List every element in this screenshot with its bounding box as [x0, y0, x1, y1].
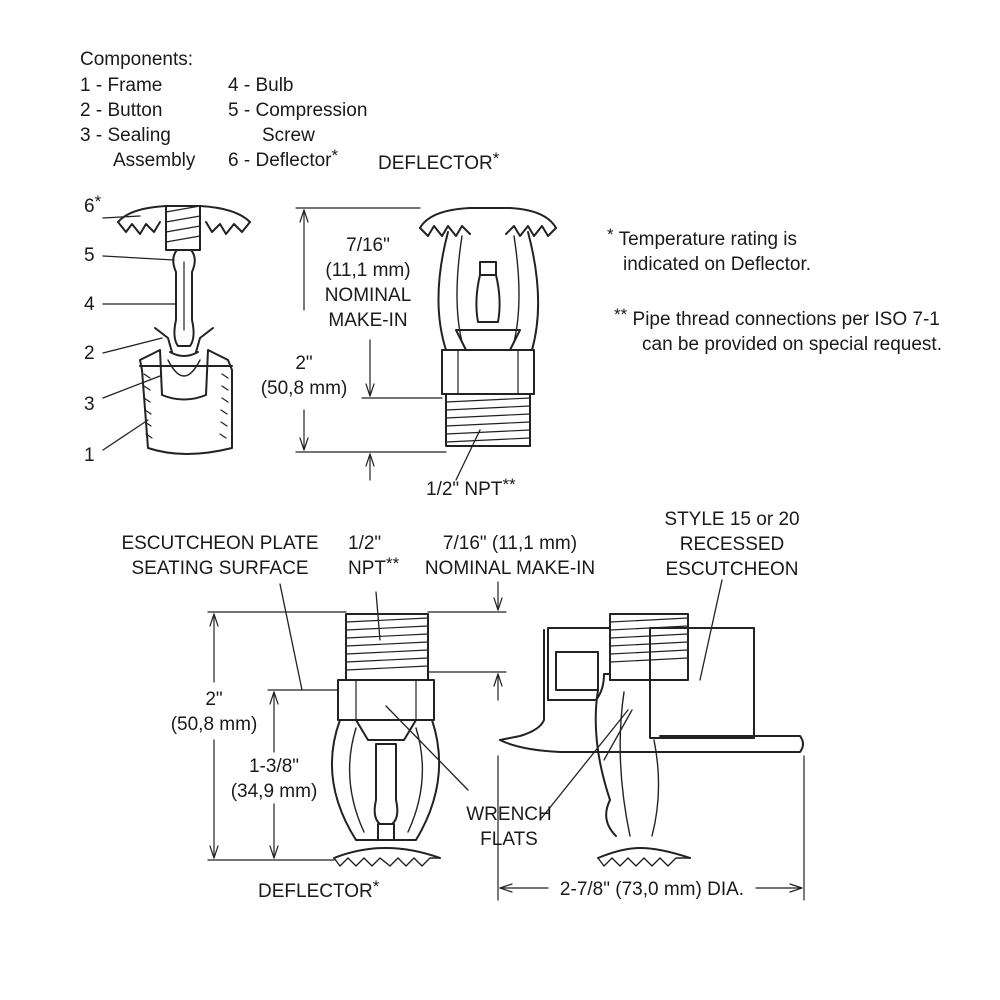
callout-1: 1 — [84, 445, 95, 466]
elevation-frame — [437, 231, 540, 351]
bottom-makein-2: NOMINAL MAKE-IN — [424, 558, 596, 579]
section-screw — [165, 205, 201, 251]
section-deflector — [117, 205, 251, 223]
pendent-body — [337, 679, 435, 721]
escutcheon-seating-label-2: SEATING SURFACE — [131, 558, 309, 579]
diameter-label: 2-7/8" (73,0 mm) DIA. — [559, 879, 745, 900]
callout-6: 6* — [84, 192, 102, 217]
bottom-npt-2: NPT** — [348, 554, 400, 579]
top-deflector-label: DEFLECTOR* — [378, 149, 500, 174]
pipe-thread-note: ** Pipe thread connections per ISO 7-1 — [614, 305, 940, 330]
component-5: 5 - Compression — [228, 100, 368, 121]
callout-5: 5 — [84, 245, 95, 266]
section-button — [154, 327, 214, 353]
bottom-height-1: 2" — [205, 689, 223, 710]
bottom-makein-1: 7/16" (11,1 mm) — [442, 533, 578, 554]
callout-2: 2 — [84, 343, 95, 364]
component-5-line2: Screw — [262, 125, 315, 146]
top-makein-2: (11,1 mm) — [325, 260, 411, 281]
bottom-sub-2: (34,9 mm) — [230, 781, 318, 802]
callout-4: 4 — [84, 294, 95, 315]
elevation-cone — [455, 329, 521, 351]
component-1: 1 - Frame — [80, 75, 163, 96]
bottom-height-2: (50,8 mm) — [170, 714, 258, 735]
component-3: 3 - Sealing — [80, 125, 171, 146]
style-label-1: STYLE 15 or 20 — [664, 509, 800, 530]
top-makein-1: 7/16" — [346, 235, 390, 256]
callout-3: 3 — [84, 394, 95, 415]
recessed-deflector — [597, 847, 691, 859]
elevation-body — [441, 349, 535, 395]
section-bulb — [172, 249, 196, 347]
component-6: 6 - Deflector* — [228, 146, 339, 171]
escutcheon-shroud — [649, 627, 755, 739]
pendent-threads — [345, 613, 429, 681]
component-3-line2: Assembly — [113, 150, 196, 171]
recessed-threads — [609, 613, 689, 681]
cross-section-view — [102, 205, 251, 455]
top-npt-label: 1/2" NPT** — [426, 475, 516, 500]
component-4: 4 - Bulb — [228, 75, 294, 96]
pendent-deflector — [333, 847, 441, 859]
wrench-flats-2: FLATS — [480, 829, 538, 850]
elevation-threads — [445, 393, 531, 447]
bottom-npt-1: 1/2" — [348, 533, 382, 554]
bottom-sub-1: 1-3/8" — [248, 756, 300, 777]
temperature-note-line2: indicated on Deflector. — [623, 254, 812, 275]
temperature-note: * Temperature rating is — [607, 225, 798, 250]
component-2: 2 - Button — [80, 100, 163, 121]
recessed-view — [497, 579, 805, 901]
bottom-deflector-label: DEFLECTOR* — [258, 877, 380, 902]
top-height-2: (50,8 mm) — [260, 378, 348, 399]
escutcheon-seating-label-1: ESCUTCHEON PLATE — [121, 533, 319, 554]
pendent-view — [207, 581, 507, 867]
style-label-3: ESCUTCHEON — [665, 559, 799, 580]
top-height-1: 2" — [295, 353, 313, 374]
style-label-2: RECESSED — [679, 534, 785, 555]
section-frame-body — [139, 349, 233, 455]
wrench-flats-1: WRENCH — [466, 804, 552, 825]
pipe-thread-note-line2: can be provided on special request. — [642, 334, 942, 355]
elevation-deflector — [419, 207, 557, 229]
top-makein-3: NOMINAL — [324, 285, 412, 306]
pendent-frame — [331, 719, 441, 841]
top-makein-4: MAKE-IN — [328, 310, 408, 331]
escutcheon-plate — [499, 735, 804, 753]
top-elevation-view — [295, 207, 557, 481]
components-heading: Components: — [80, 49, 194, 70]
